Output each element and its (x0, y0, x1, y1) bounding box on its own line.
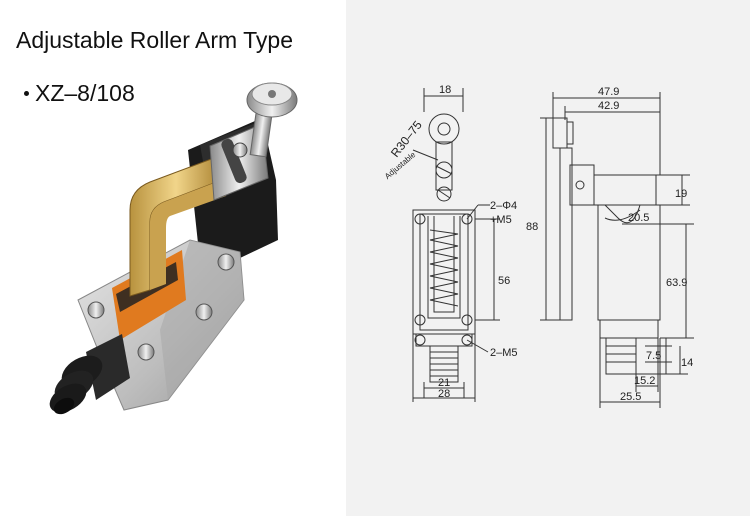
dim-conduit-height: 14 (681, 357, 693, 369)
screw-icon (217, 253, 235, 271)
dim-bottom-screw: 2–M5 (490, 347, 518, 359)
cable-gland (49, 334, 130, 415)
screw-icon (137, 343, 155, 361)
dim-side-inner-width: 42.9 (598, 100, 619, 112)
dim-screw-spec: +M5 (490, 214, 512, 226)
dim-side-body-height: 63.9 (666, 277, 687, 289)
dim-conduit-step: 7.5 (646, 350, 661, 362)
limit-switch-photo (49, 82, 298, 415)
dim-front-height: 56 (498, 275, 510, 287)
bullet-icon (24, 90, 29, 96)
dimension-drawing: 18 R30–75 Adjustable 2–Φ4 +M5 56 2–M5 21… (383, 84, 694, 408)
dim-hole-spec: 2–Φ4 (490, 200, 517, 212)
dim-conduit-width: 15.2 (634, 375, 655, 387)
model-number: XZ–8/108 (35, 80, 135, 106)
dim-side-outer-width: 47.9 (598, 86, 619, 98)
front-roller (428, 113, 460, 145)
product-photo-panel: Adjustable Roller Arm Type XZ–8/108 (0, 0, 346, 516)
dim-side-top-height: 19 (675, 188, 687, 200)
dim-arm-offset: 20.5 (628, 212, 649, 224)
dim-base-width: 25.5 (620, 391, 641, 403)
page-title: Adjustable Roller Arm Type (16, 27, 293, 53)
screw-icon (87, 301, 105, 319)
dim-side-total-height: 88 (526, 221, 538, 233)
side-roller (552, 117, 568, 149)
model-label: XZ–8/108 (24, 80, 135, 107)
dimension-drawing-panel: 18 R30–75 Adjustable 2–Φ4 +M5 56 2–M5 21… (346, 0, 750, 516)
dim-front-width-top: 18 (439, 84, 451, 96)
dim-front-inner-width: 21 (438, 377, 450, 389)
dim-front-total-width: 28 (438, 388, 450, 400)
screw-icon (195, 303, 213, 321)
